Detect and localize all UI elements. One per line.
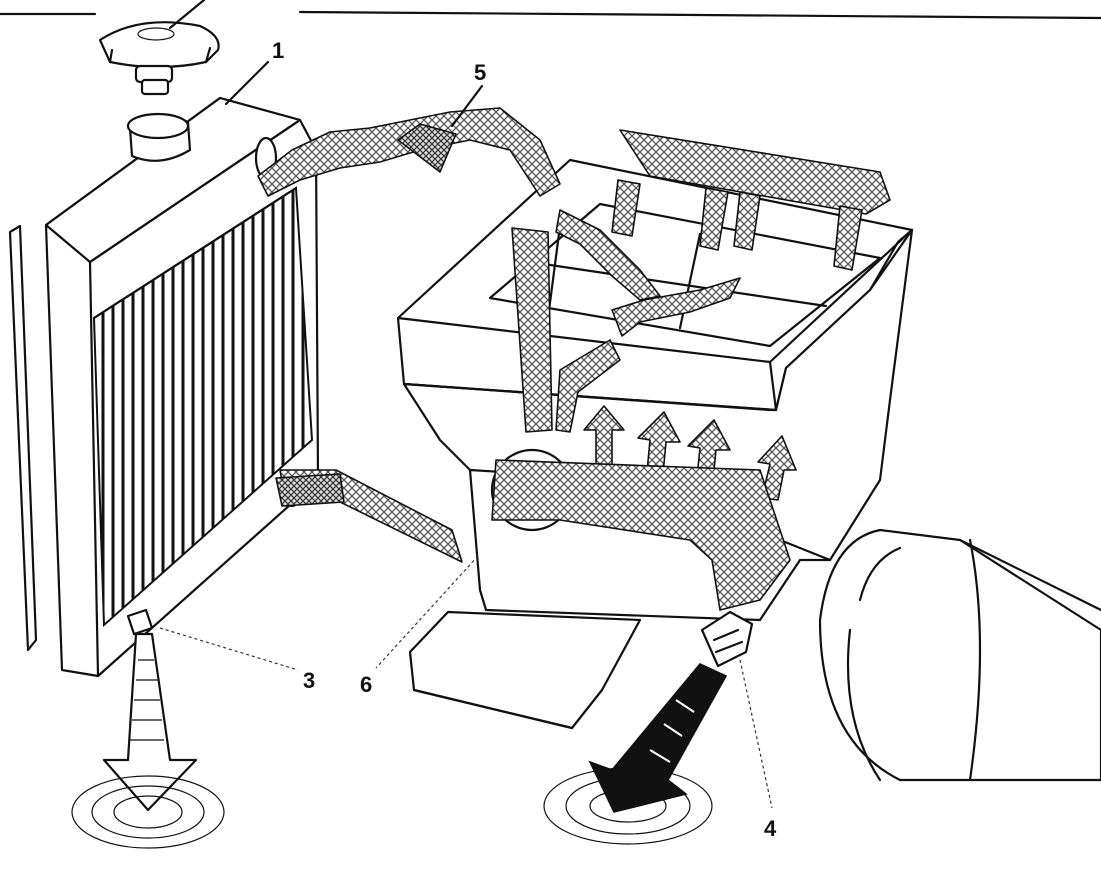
block-drain-stream xyxy=(588,663,728,813)
radiator-drain-puddle xyxy=(71,775,225,849)
leader-6 xyxy=(375,555,479,669)
border-rule-right xyxy=(298,10,1101,20)
upper-hose-coupling xyxy=(397,123,457,173)
leader-4 xyxy=(739,659,773,809)
callout-4: 4 xyxy=(764,816,777,841)
block-drain-puddle xyxy=(543,767,713,845)
leader-5 xyxy=(450,84,484,128)
radiator-drain-stream xyxy=(102,632,198,812)
leader-cap xyxy=(168,0,206,30)
leader-lines xyxy=(159,0,773,809)
leader-1 xyxy=(224,60,270,106)
leader-3 xyxy=(159,627,299,671)
radiator xyxy=(8,96,320,678)
callout-6: 6 xyxy=(360,672,372,697)
bypass-loop-flow xyxy=(619,129,891,215)
upper-hose-flow xyxy=(257,107,561,197)
callout-5: 5 xyxy=(474,60,486,85)
coolant-flow-paths xyxy=(257,107,891,611)
callout-3: 3 xyxy=(303,668,315,693)
radiator-cap xyxy=(98,21,220,96)
callout-1: 1 xyxy=(272,38,284,63)
water-jacket-flow xyxy=(491,459,791,611)
